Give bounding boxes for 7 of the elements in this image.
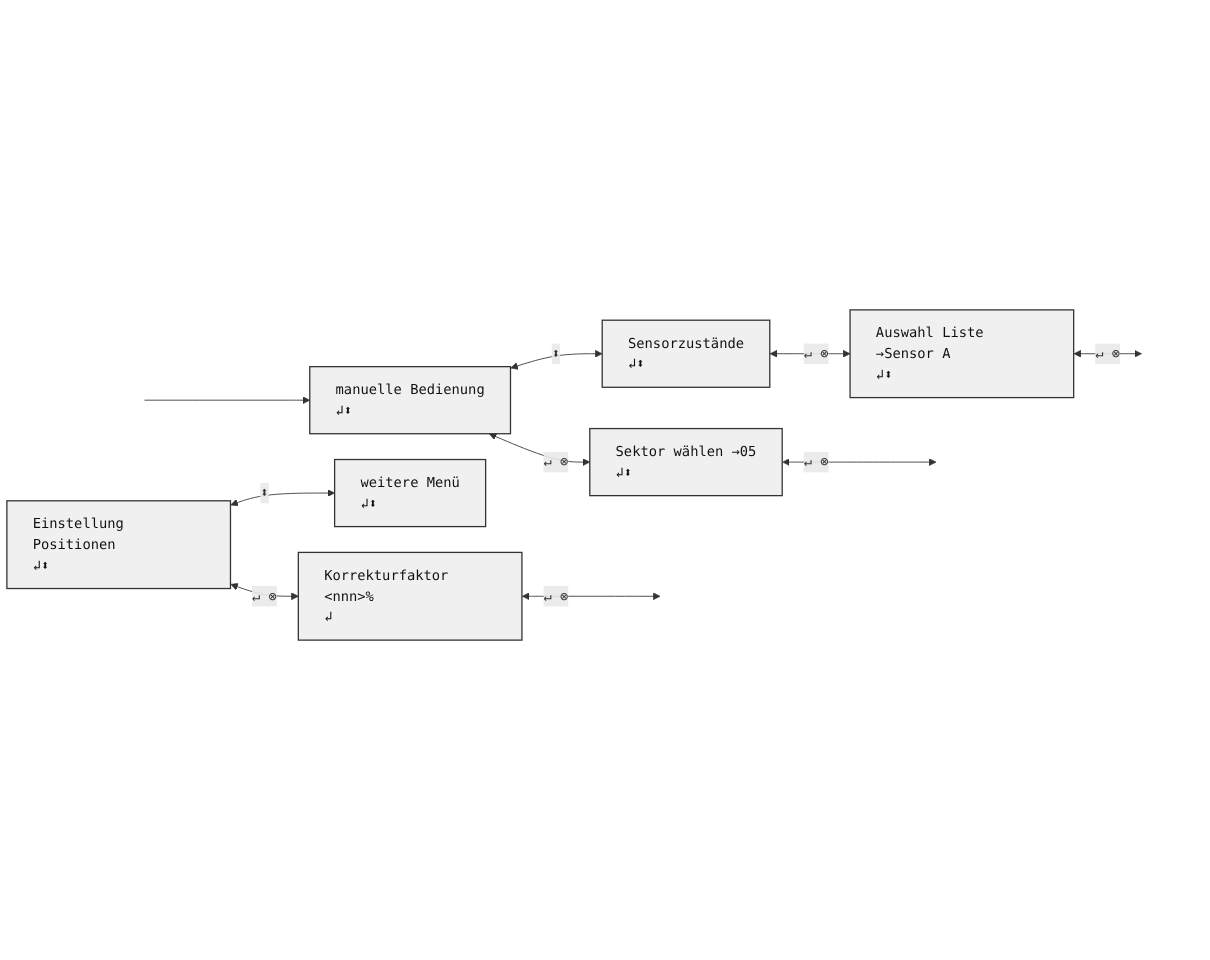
node-box <box>601 319 771 388</box>
node-box <box>309 366 512 435</box>
node-box <box>297 551 523 641</box>
node-box <box>849 309 1075 399</box>
node-box <box>6 500 232 590</box>
node-box <box>333 458 487 528</box>
node-box <box>589 427 783 497</box>
